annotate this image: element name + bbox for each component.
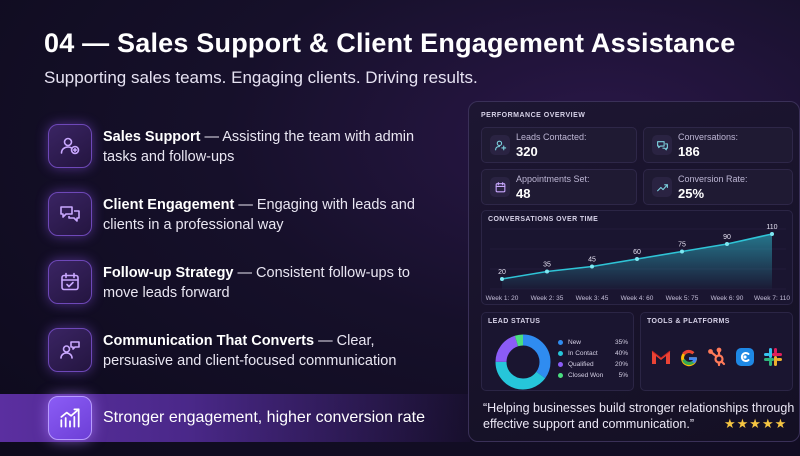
trend-up-icon — [652, 177, 672, 197]
hubspot-icon — [705, 345, 729, 369]
chart-tick-label: Week 6: 90 — [711, 295, 744, 302]
chat-bubbles-icon — [48, 192, 92, 236]
chart-point — [590, 264, 594, 269]
legend-name: In Contact — [568, 350, 598, 357]
legend-value: 40% — [614, 350, 628, 357]
legend-name: Qualified — [568, 361, 594, 368]
lead-status-donut — [495, 334, 551, 390]
feature-desc: — Clear, persuasive and client-focused c… — [103, 333, 397, 369]
chart-data-label: 110 — [766, 224, 777, 231]
chart-point — [500, 277, 504, 281]
chart-point — [770, 232, 774, 236]
user-plus-icon — [490, 135, 510, 155]
user-plus-icon — [48, 124, 92, 168]
rating-stars: ★★★★★ — [724, 416, 788, 431]
tools-platforms-box: TOOLS & PLATFORMS — [640, 312, 793, 391]
stat-label: Appointments Set: — [516, 174, 590, 184]
lead-status-box: LEAD STATUS New 35% In Contact 40% Qualifi… — [481, 312, 634, 391]
chart-data-label: 60 — [633, 249, 641, 256]
feature-title: Communication That Converts — [103, 333, 315, 349]
legend-row-in-contact: In Contact 40% — [558, 348, 628, 359]
donut-slice — [495, 334, 551, 390]
legend-name: New — [568, 339, 582, 346]
page-title: 04 — Sales Support & Client Engagement A… — [44, 28, 736, 58]
chart-tick-label: Week 5: 75 — [666, 295, 699, 302]
stat-label: Leads Contacted: — [516, 132, 587, 142]
stat-appointments-set: Appointments Set: 48 — [481, 169, 637, 205]
feature-sales-support: Sales Support — Assisting the team with … — [48, 124, 448, 168]
stat-value: 25% — [678, 186, 705, 201]
tools-title: TOOLS & PLATFORMS — [647, 318, 730, 325]
chart-data-label: 45 — [588, 257, 596, 264]
lead-status-title: LEAD STATUS — [488, 318, 541, 325]
donut-slice — [495, 334, 551, 390]
legend-row-closed-won: Closed Won 5% — [558, 370, 628, 381]
legend-swatch — [558, 351, 563, 356]
calendar-icon — [490, 177, 510, 197]
feature-communication: Communication That Converts — Clear, per… — [48, 328, 448, 372]
legend-name: Closed Won — [568, 372, 604, 379]
legend-swatch — [558, 340, 563, 345]
person-speech-icon — [48, 328, 92, 372]
chart-point — [725, 242, 729, 246]
stat-label: Conversations: — [678, 132, 739, 142]
legend-row-new: New 35% — [558, 337, 628, 348]
chart-tick-label: Week 2: 35 — [531, 295, 564, 302]
feature-desc: — Consistent follow-ups to move leads fo… — [103, 265, 410, 301]
banner-text: Stronger engagement, higher conversion r… — [103, 409, 425, 426]
chart-tick-label: Week 3: 45 — [576, 295, 609, 302]
chart-data-label: 20 — [498, 269, 506, 276]
feature-title: Sales Support — [103, 129, 201, 145]
stat-conversion-rate: Conversion Rate: 25% — [643, 169, 793, 205]
stat-conversations: Conversations: 186 — [643, 127, 793, 163]
stat-leads-contacted: Leads Contacted: 320 — [481, 127, 637, 163]
stat-value: 186 — [678, 144, 700, 159]
chart-tick-label: Week 4: 60 — [621, 295, 654, 302]
chat-icon — [652, 135, 672, 155]
chart-title: CONVERSATIONS OVER TIME — [488, 216, 599, 223]
highlight-banner: Stronger engagement, higher conversion r… — [0, 394, 470, 442]
stat-label: Conversion Rate: — [678, 174, 748, 184]
stat-value: 48 — [516, 186, 531, 201]
growth-chart-icon — [48, 396, 92, 440]
legend-swatch — [558, 362, 563, 367]
chart-tick-label: Week 1: 20 — [486, 295, 519, 302]
feature-desc: — Assisting the team with admin tasks an… — [103, 129, 415, 165]
feature-follow-up-strategy: Follow-up Strategy — Consistent follow-u… — [48, 260, 448, 304]
testimonial-quote: “Helping businesses build stronger relat… — [483, 401, 795, 431]
chart-data-label: 90 — [723, 234, 731, 241]
feature-desc: — Engaging with leads and clients in a p… — [103, 197, 415, 233]
stat-value: 320 — [516, 144, 538, 159]
chart-data-label: 75 — [678, 242, 686, 249]
chart-tick-label: Week 7: 110 — [754, 295, 790, 302]
gmail-icon — [649, 345, 673, 369]
feature-title: Client Engagement — [103, 197, 235, 213]
google-icon — [677, 345, 701, 369]
panel-title: PERFORMANCE OVERVIEW — [481, 112, 586, 119]
slack-icon — [761, 345, 785, 369]
feature-title: Follow-up Strategy — [103, 265, 234, 281]
legend-row-qualified: Qualified 20% — [558, 359, 628, 370]
legend-value: 5% — [618, 372, 628, 379]
chart-point — [680, 249, 684, 254]
chart-data-label: 35 — [543, 262, 551, 269]
page-subtitle: Supporting sales teams. Engaging clients… — [44, 68, 478, 87]
lead-status-legend: New 35% In Contact 40% Qualified 20% Closed… — [558, 337, 628, 381]
feature-client-engagement: Client Engagement — Engaging with leads … — [48, 192, 448, 236]
legend-value: 20% — [614, 361, 628, 368]
legend-swatch — [558, 373, 563, 378]
crm-app-icon — [733, 345, 757, 369]
calendar-check-icon — [48, 260, 92, 304]
chart-point — [545, 269, 549, 274]
legend-value: 35% — [614, 339, 628, 346]
chart-point — [635, 257, 639, 261]
performance-overview-panel: PERFORMANCE OVERVIEW Leads Contacted: 32… — [468, 101, 800, 442]
